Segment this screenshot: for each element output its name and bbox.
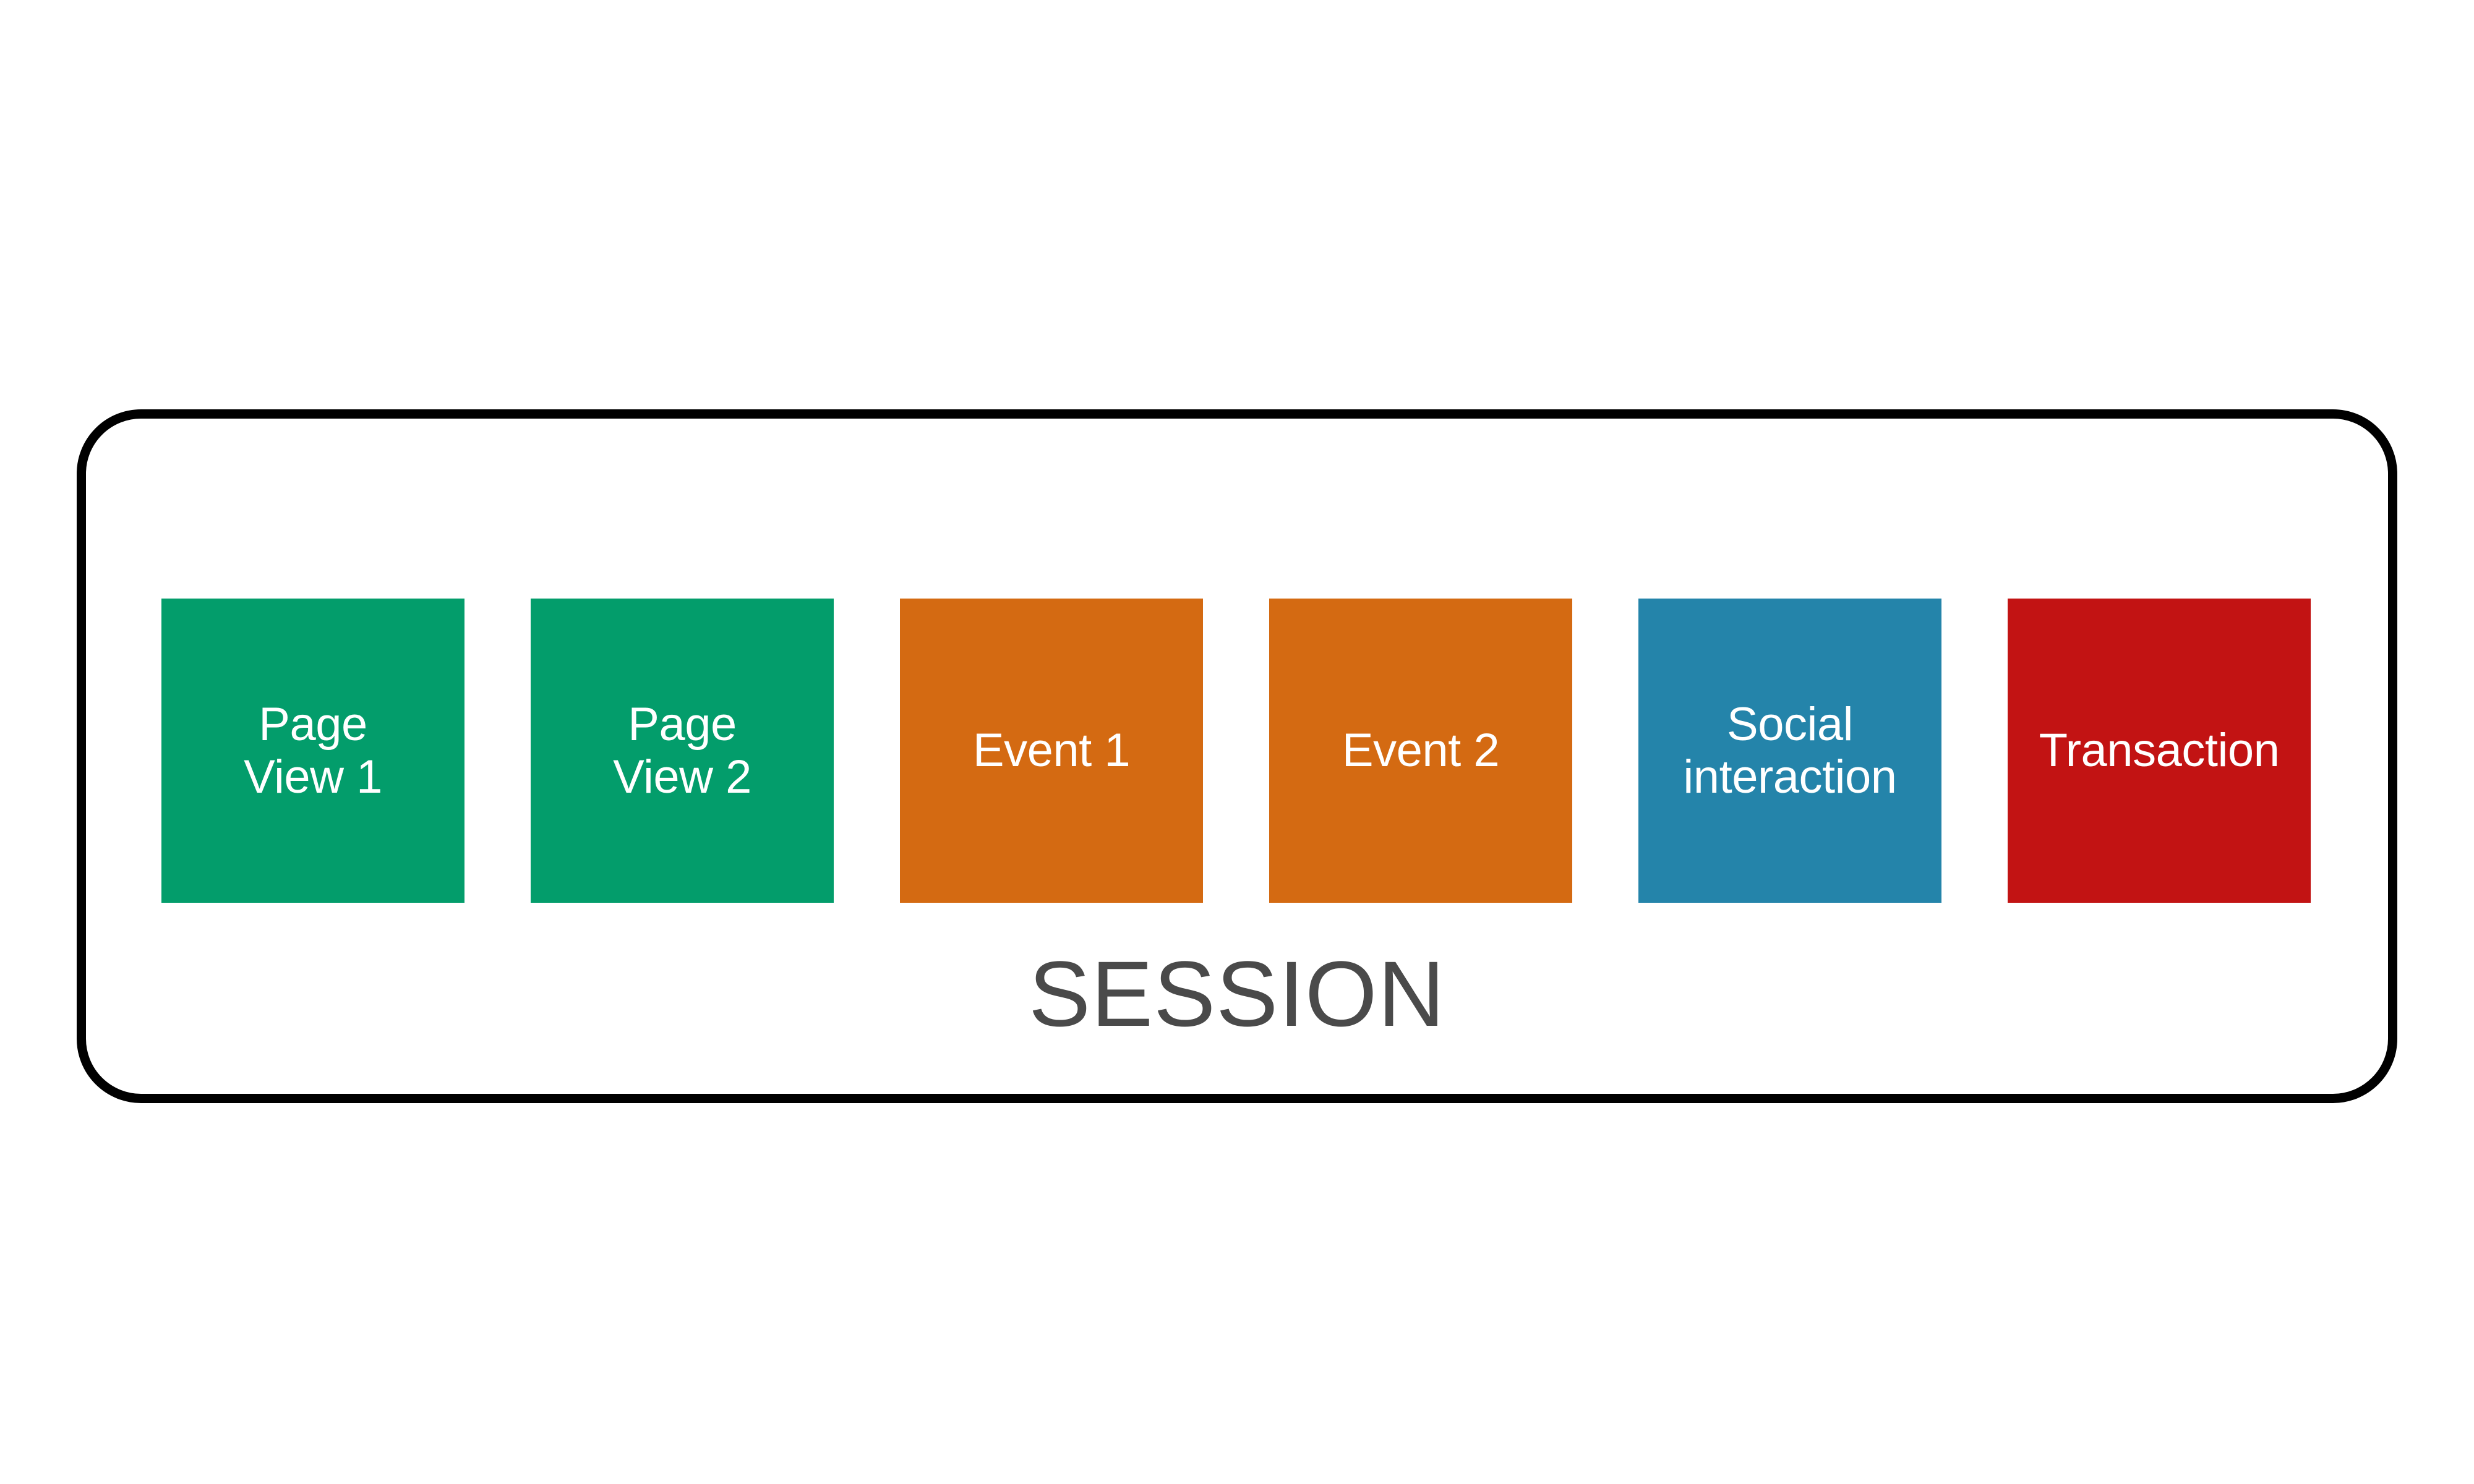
hit-box-label: Transaction xyxy=(2039,724,2280,777)
hit-box-event-1[interactable]: Event 1 xyxy=(900,599,1203,903)
hit-box-label: Page View 1 xyxy=(244,697,382,803)
hit-box-page-view-1[interactable]: Page View 1 xyxy=(161,599,464,903)
session-hits-row: Page View 1 Page View 2 Event 1 Event 2 … xyxy=(161,599,2332,903)
hit-box-label: Event 1 xyxy=(972,724,1131,777)
hit-box-label: Event 2 xyxy=(1342,724,1500,777)
hit-box-event-2[interactable]: Event 2 xyxy=(1269,599,1572,903)
session-caption: SESSION xyxy=(1029,942,1445,1046)
hit-box-page-view-2[interactable]: Page View 2 xyxy=(531,599,834,903)
hit-box-label: Social interaction xyxy=(1683,697,1897,803)
hit-box-transaction[interactable]: Transaction xyxy=(2008,599,2311,903)
session-container: Page View 1 Page View 2 Event 1 Event 2 … xyxy=(77,409,2397,1103)
hit-box-label: Page View 2 xyxy=(613,697,751,803)
hit-box-social-interaction[interactable]: Social interaction xyxy=(1638,599,1941,903)
